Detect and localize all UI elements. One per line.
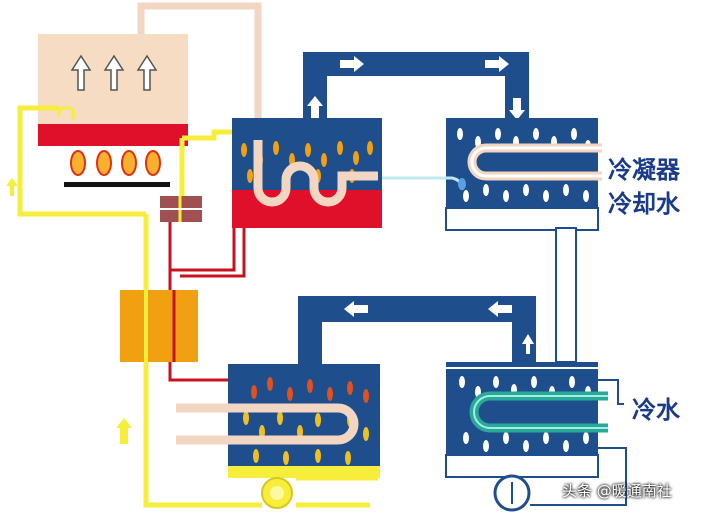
chilled-water-lines — [530, 379, 627, 506]
flow-arrow-left — [6, 178, 18, 196]
solution-pump — [261, 477, 293, 509]
watermark: 头条 @暖通南社 — [562, 482, 672, 500]
chilled-water-label: 冷水 — [632, 396, 680, 424]
solution-pump-block — [120, 290, 198, 362]
condenser-label: 冷凝器 — [608, 156, 680, 184]
refrigerant-pipes — [445, 207, 599, 478]
heat-exchanger — [160, 196, 202, 222]
generator-vessel — [232, 118, 382, 228]
absorber-vessel — [176, 364, 380, 478]
flow-arrow-bottom-left — [116, 418, 132, 444]
cooling-water-label: 冷却水 — [608, 190, 680, 218]
flow-arrows-bottom — [344, 301, 534, 354]
flow-arrows-top — [307, 56, 525, 120]
evaporator-vessel — [446, 362, 608, 456]
refrigerant-pump — [493, 474, 531, 512]
condenser-vessel — [382, 118, 602, 208]
burner-flames — [64, 150, 170, 187]
flue-pipe — [137, 2, 262, 210]
burner-housing — [38, 34, 188, 146]
